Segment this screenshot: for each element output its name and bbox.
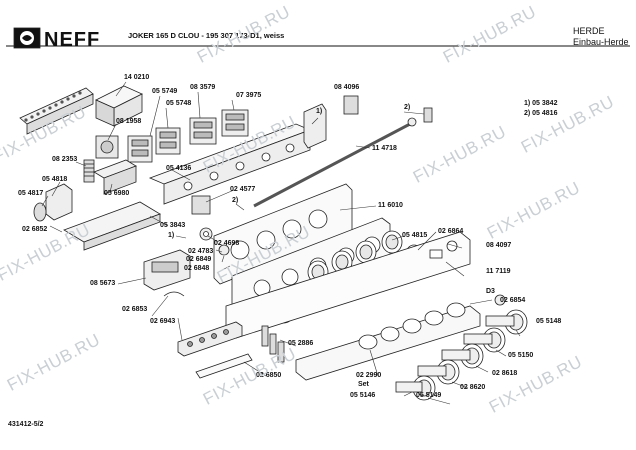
pins-026943 [261, 325, 285, 363]
panel-116010 [213, 183, 353, 285]
part-label: 08 5673 [90, 280, 116, 287]
lamp-054817 [33, 202, 47, 222]
part-label: 05 2886 [288, 340, 314, 347]
part-label: 02 6849 [186, 256, 212, 263]
part-label: 02 8620 [460, 384, 486, 391]
part-label: 11 7119 [486, 268, 511, 275]
doc-number: 431412-5/2 [8, 421, 44, 428]
leader-lines [41, 81, 521, 405]
bracket-084096 [303, 103, 327, 149]
part-label: 02 6854 [500, 297, 526, 304]
part-label: 02 4698 [214, 240, 240, 247]
part-label: Set [358, 381, 369, 388]
part-label: 02 6848 [184, 265, 210, 272]
part-label: 11 6010 [378, 202, 403, 209]
category-title: HERDE [573, 26, 605, 36]
subcategory-title: Einbau-Herde [573, 37, 629, 47]
switch-frame-054136 [148, 123, 312, 205]
control-module-140210 [95, 85, 143, 127]
knob-055149 [395, 375, 436, 401]
indicator-strip-052886 [177, 321, 243, 357]
part-label: 2) [404, 104, 411, 111]
part-label: 02 6853 [122, 306, 148, 313]
switch-081958 [95, 135, 119, 159]
part-label: 08 4097 [486, 242, 512, 249]
part-label: 08 1958 [116, 118, 142, 125]
part-label: 05 4815 [402, 232, 428, 239]
part-2-top [423, 107, 433, 123]
knob-055148 [485, 309, 528, 335]
knob-055150 [463, 327, 506, 353]
part-label: 02 4783 [188, 248, 214, 255]
part-084096-small [343, 95, 359, 115]
display-module-085673 [143, 249, 191, 291]
part-label: 08 2353 [52, 156, 78, 163]
fascia-strip [295, 302, 481, 381]
part-label: 14 0210 [124, 74, 150, 81]
part-label: 05 5748 [166, 100, 192, 107]
part-label: 2) [232, 197, 239, 204]
part-label: D3 [486, 288, 495, 295]
part-label: 05 5150 [508, 352, 534, 359]
switch-block-055749 [127, 135, 153, 163]
part-label: 05 5148 [536, 318, 562, 325]
terminal-block-056980 [93, 159, 137, 195]
part-label: 08 3579 [190, 84, 216, 91]
part-label: 05 5146 [350, 392, 376, 399]
part-label: 05 6980 [104, 190, 130, 197]
part-label: 1) [168, 232, 175, 239]
part-label: 05 4818 [42, 176, 68, 183]
rotary-switch-024577 [191, 195, 211, 215]
clip-026853 [163, 291, 185, 297]
coil-082353 [83, 159, 95, 183]
knob-028620 [417, 359, 460, 385]
knob-d3 [494, 294, 506, 306]
knob-028618 [441, 343, 484, 369]
part-label: 05 5749 [152, 88, 178, 95]
legend-item-2: 2) 05 4816 [524, 110, 558, 117]
part-label: 02 6864 [438, 228, 464, 235]
part-label: 05 3843 [160, 222, 186, 229]
part-054818 [45, 183, 73, 221]
shaft-114718 [253, 117, 417, 208]
cover-plate-053843 [63, 201, 161, 251]
part-label: 02 6852 [22, 226, 48, 233]
washer-024698 [199, 227, 213, 241]
neff-logo-mark [13, 27, 41, 49]
part-label: 02 6943 [150, 318, 176, 325]
brand-logo-text: NEFF [44, 29, 101, 51]
lens-026850 [195, 353, 253, 379]
switch-block-083579 [189, 117, 217, 145]
part-label: 02 4577 [230, 186, 256, 193]
legend-item-1: 1) 05 3842 [524, 100, 558, 107]
part-label: 05 5149 [416, 392, 442, 399]
part-label: 02 6850 [256, 372, 282, 379]
part-label: 02 2990 [356, 372, 382, 379]
part-label: 1) [316, 108, 323, 115]
part-label: 08 4096 [334, 84, 360, 91]
spring-026849 [218, 244, 230, 256]
part-label: 05 4817 [18, 190, 44, 197]
part-label: 07 3975 [236, 92, 262, 99]
switch-block-055748 [155, 127, 181, 155]
part-label: 02 8618 [492, 370, 518, 377]
part-label: 11 4718 [372, 145, 397, 152]
terminal-strip [19, 87, 94, 135]
part-label: 05 4136 [166, 165, 192, 172]
model-line: JOKER 165 D CLOU - 195 307 173-D1, weiss [128, 31, 285, 40]
switch-block-073975 [221, 109, 249, 137]
